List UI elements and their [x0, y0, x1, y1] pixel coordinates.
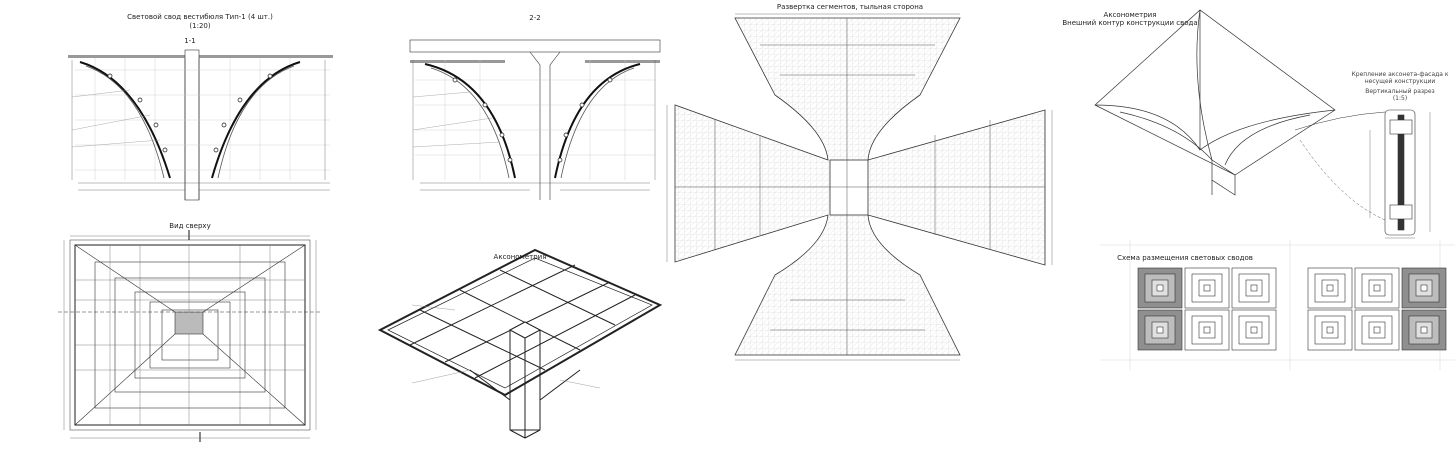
section-1-1-label: 1-1 — [184, 37, 196, 45]
sheet-scale: (1:20) — [189, 22, 211, 30]
axonometry-drawing — [377, 248, 663, 439]
outer-axon-drawing — [1094, 9, 1336, 196]
detail-drawing — [1294, 109, 1431, 239]
detail-title: Крепление аксонета-фасада к несущей конс… — [1351, 71, 1449, 85]
unfolding-title: Развертка сегментов, тыльная сторона — [776, 3, 924, 11]
sheet-title: Световой свод вестибюля Тип-1 (4 шт.) — [127, 13, 273, 21]
axonometry-title: Аксонометрия — [493, 253, 547, 261]
outer-axon-subtitle: Внешний контур конструкции свода — [1062, 19, 1198, 27]
section-2-2-label: 2-2 — [529, 14, 541, 22]
unfolding-drawing — [666, 13, 1053, 361]
detail-scale: (1:5) — [1392, 95, 1408, 102]
layout-scheme-drawing — [1100, 240, 1455, 370]
section-1-1-drawing — [68, 49, 333, 201]
outer-axon-title: Аксонометрия — [1103, 11, 1157, 19]
section-2-2-drawing — [409, 39, 661, 200]
top-view-title: Вид сверху — [169, 222, 211, 230]
top-view-drawing — [58, 230, 320, 442]
detail-subtitle: Вертикальный разрез — [1365, 88, 1435, 95]
layout-scheme-title: Схема размещения световых сводов — [1117, 254, 1253, 262]
